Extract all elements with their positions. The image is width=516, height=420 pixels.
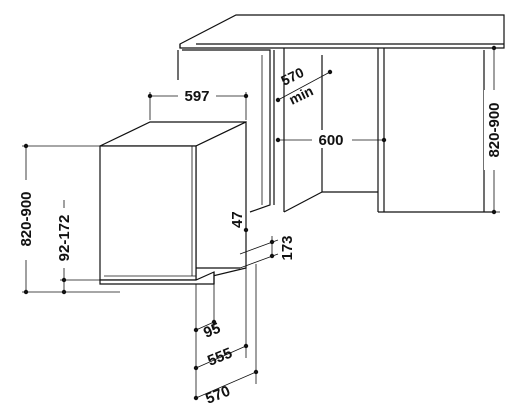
niche-back-wall [283, 48, 379, 213]
niche-left-panel [177, 49, 275, 213]
label-47: 47 [229, 211, 246, 228]
label-570-min-suffix: min [286, 82, 315, 107]
dim-555: 555 [193, 343, 249, 371]
label-173: 173 [279, 235, 296, 260]
dim-width-597: 597 [147, 86, 249, 120]
dim-niche-600: 600 [275, 130, 387, 149]
label-820-900-left: 820-900 [18, 191, 35, 246]
countertop [179, 14, 505, 49]
label-570: 570 [203, 383, 233, 408]
label-597: 597 [184, 88, 209, 105]
dim-570: 570 [193, 369, 259, 408]
label-555: 555 [205, 345, 235, 370]
dim-bottom-extensions [195, 264, 257, 398]
label-820-900-right: 820-900 [486, 102, 503, 157]
dim-47: 47 [229, 211, 249, 234]
dim-173: 173 [239, 235, 296, 269]
dishwasher-body [99, 121, 247, 281]
niche-right-cabinet [378, 48, 494, 213]
label-600: 600 [318, 132, 343, 149]
dim-95: 95 [193, 320, 223, 342]
label-95: 95 [201, 320, 223, 342]
dishwasher-plinth [99, 267, 240, 285]
label-92-172: 92-172 [56, 215, 73, 262]
dim-plinth-92-172: 92-172 [54, 200, 100, 295]
dim-appliance-height: 820-900 [16, 143, 120, 295]
dim-niche-height: 820-900 [484, 45, 504, 215]
